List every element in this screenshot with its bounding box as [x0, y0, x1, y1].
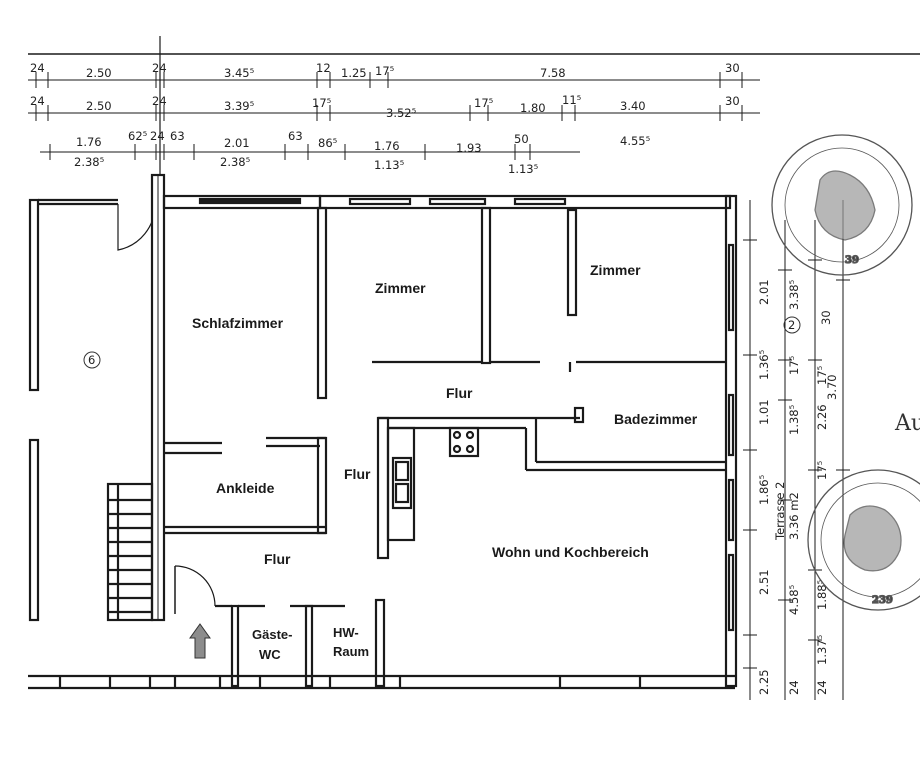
room-label-flur-bottom: Flur [264, 551, 291, 567]
walls [28, 173, 738, 690]
marker-6: 6 [83, 351, 101, 369]
dim-r3-6: 86⁵ [318, 136, 338, 150]
dim-r3-10: 4.55⁵ [620, 134, 651, 148]
dim-r2-7: 1.80 [520, 101, 546, 115]
dim-r1-4: 12 [316, 61, 331, 75]
dimension-row-1: 24 2.50 24 3.45⁵ 12 1.25 17⁵ 7.58 30 [30, 61, 740, 80]
dim-rc2-5: 24 [787, 680, 801, 695]
dim-rc3-3: 1.88⁵ [815, 579, 829, 610]
dim-rc1-1: 1.36⁵ [757, 349, 771, 380]
room-label-badezimmer: Badezimmer [614, 411, 698, 427]
room-label-schlafzimmer: Schlafzimmer [192, 315, 284, 331]
dim-r1-3: 3.45⁵ [224, 66, 255, 80]
dim-r2-5: 3.52⁵ [386, 106, 417, 120]
dim-r3-8: 1.93 [456, 141, 482, 155]
marker-2: 2 [783, 316, 801, 334]
dim-r3-9: 50 [514, 132, 529, 146]
room-label-ankleide: Ankleide [216, 480, 275, 496]
dim-rc4-0: 30 [819, 310, 833, 325]
dim-r2-1: 2.50 [86, 99, 112, 113]
stamp-bottom-number: 239 [872, 595, 893, 606]
dim-rc4-1: 3.70 [825, 374, 839, 400]
dim-r3-7: 1.76 [374, 139, 400, 153]
stamp-top: 39 [771, 134, 913, 276]
svg-text:6: 6 [88, 353, 95, 367]
room-label-zimmer-2: Zimmer [590, 262, 641, 278]
room-label-gaeste-wc-line2: WC [259, 647, 281, 662]
dim-r3-0: 1.76 [76, 135, 102, 149]
dim-rc1-5: 2.25 [757, 669, 771, 695]
dim-rc3-2: 17⁵ [815, 460, 829, 480]
dim-rc1-3: 1.86⁵ [757, 474, 771, 505]
dim-r2-9: 3.40 [620, 99, 646, 113]
dim-r1-6: 17⁵ [375, 64, 395, 78]
dim-rc3-0: 17⁵ [815, 365, 829, 385]
dim-rc1-2: 1.01 [757, 399, 771, 425]
dim-r2-6: 17⁵ [474, 96, 494, 110]
dim-r1-8: 30 [725, 61, 740, 75]
dim-r2-0: 24 [30, 94, 45, 108]
dim-r3b-1: 2.38⁵ [220, 155, 251, 169]
svg-text:2: 2 [788, 318, 795, 332]
dim-r2-8: 11⁵ [562, 93, 582, 107]
stamp-top-number: 39 [845, 255, 859, 266]
dim-rc1-4: 2.51 [757, 569, 771, 595]
dim-rc3-4: 1.37⁵ [815, 634, 829, 665]
stamp-bottom: 239 [807, 469, 920, 611]
room-labels: Schlafzimmer Zimmer Zimmer Flur Badezimm… [192, 262, 698, 662]
dim-r1-1: 2.50 [86, 66, 112, 80]
dim-rc2-1: 17⁵ [787, 355, 801, 375]
dimension-row-3: 1.76 62⁵ 24 63 2.01 63 86⁵ 1.76 1.93 50 … [74, 129, 651, 176]
dimension-lines [28, 36, 920, 700]
dim-rc3-5: 24 [815, 680, 829, 695]
dim-r3-2: 24 [150, 129, 165, 143]
dim-r3b-0: 2.38⁵ [74, 155, 105, 169]
dim-rc2-0: 3.38⁵ [787, 279, 801, 310]
dim-r2-2: 24 [152, 94, 167, 108]
entrance-arrow-icon [189, 623, 211, 659]
room-label-gaeste-wc-line1: Gäste- [252, 627, 292, 642]
dim-rc2-3: 3.36 m2 [787, 492, 801, 540]
dim-rc2-4: 4.58⁵ [787, 584, 801, 615]
dim-r1-2: 24 [152, 61, 167, 75]
svg-text:Au: Au [894, 411, 920, 436]
dim-r1-7: 7.58 [540, 66, 566, 80]
dimension-right: 2.01 1.36⁵ 1.01 1.86⁵ 2.51 2.25 3.38⁵ 17… [757, 279, 839, 695]
room-label-flur-top: Flur [446, 385, 473, 401]
room-label-wohn-kochbereich: Wohn und Kochbereich [492, 544, 649, 560]
dim-rc3-1: 2.26 [815, 404, 829, 430]
dim-r3b-2: 1.13⁵ [374, 158, 405, 172]
right-partial-text: Au [894, 411, 920, 436]
dim-r2-4: 17⁵ [312, 96, 332, 110]
room-label-hw-raum-line2: Raum [333, 644, 369, 659]
dim-r3-3: 63 [170, 129, 185, 143]
dim-r1-5: 1.25 [341, 66, 367, 80]
dimension-row-2: 24 2.50 24 3.39⁵ 17⁵ 3.52⁵ 17⁵ 1.80 11⁵ … [30, 93, 740, 120]
room-label-flur-mid: Flur [344, 466, 371, 482]
dim-r3-4: 2.01 [224, 136, 250, 150]
room-label-hw-raum-line1: HW- [333, 625, 359, 640]
room-label-zimmer-1: Zimmer [375, 280, 426, 296]
dim-r2-10: 30 [725, 94, 740, 108]
dim-r2-3: 3.39⁵ [224, 99, 255, 113]
dim-rc2-2: 1.38⁵ [787, 404, 801, 435]
dim-r3-1: 62⁵ [128, 129, 148, 143]
dim-terrasse: Terrasse 2 [773, 482, 787, 541]
dim-r3-5: 63 [288, 129, 303, 143]
dim-r3b-3: 1.13⁵ [508, 162, 539, 176]
dim-rc1-0: 2.01 [757, 279, 771, 305]
dim-r1-0: 24 [30, 61, 45, 75]
